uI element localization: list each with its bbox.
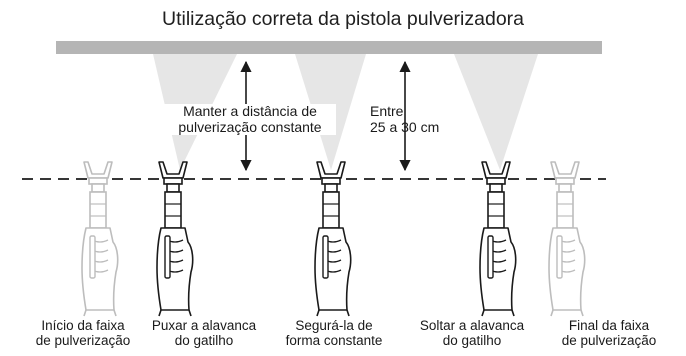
- range-note-line2: 25 a 30 cm: [370, 118, 440, 135]
- caption-end: Final da faixa de pulverização: [544, 318, 674, 348]
- caption-pull-trigger-line1: Puxar a alavanca: [151, 318, 257, 333]
- spray-gun-end-icon: [548, 161, 586, 317]
- distance-note: Manter a distância de pulverização const…: [164, 103, 336, 136]
- caption-start: Início da faixa de pulverização: [20, 318, 146, 348]
- caption-hold-constant: Segurá-la de forma constante: [272, 318, 396, 348]
- spray-gun-pull-trigger-icon: [156, 161, 194, 317]
- spray-gun-start-icon: [81, 161, 119, 317]
- target-surface: [56, 41, 602, 54]
- caption-pull-trigger-line2: do gatilho: [174, 333, 234, 349]
- distance-note-line2: pulverização constante: [178, 118, 322, 135]
- distance-note-line1: Manter a distância de: [183, 103, 317, 119]
- spray-fan-release-trigger: [454, 54, 538, 170]
- caption-end-line2: de pulverização: [561, 333, 657, 349]
- caption-hold-constant-line2: forma constante: [285, 333, 383, 349]
- caption-hold-constant-line1: Segurá-la de: [295, 318, 373, 333]
- caption-release-trigger-line2: do gatilho: [442, 333, 502, 349]
- page-title: Utilização correta da pistola pulverizad…: [161, 8, 525, 30]
- caption-release-trigger: Soltar a alavanca do gatilho: [404, 318, 540, 348]
- caption-pull-trigger: Puxar a alavanca do gatilho: [140, 318, 268, 348]
- spray-gun-hold-constant-icon: [314, 161, 352, 317]
- caption-release-trigger-line1: Soltar a alavanca: [419, 318, 525, 333]
- range-note-line1: Entre: [370, 103, 404, 119]
- spray-gun-release-trigger-icon: [479, 161, 517, 317]
- caption-end-line1: Final da faixa: [568, 318, 650, 333]
- caption-start-line1: Início da faixa: [41, 318, 125, 333]
- range-note: Entre 25 a 30 cm: [370, 103, 466, 135]
- caption-start-line2: de pulverização: [35, 333, 131, 349]
